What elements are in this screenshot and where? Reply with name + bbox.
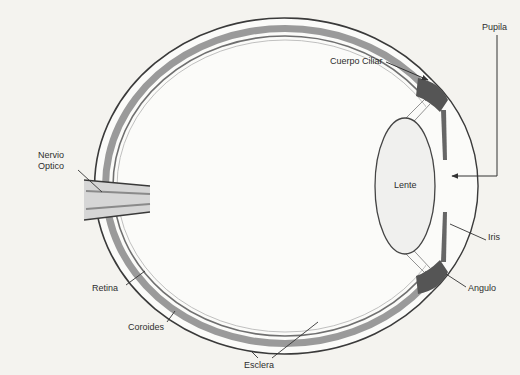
part-label: Pupila <box>482 22 507 33</box>
leader-line <box>272 322 318 358</box>
leader-line <box>452 35 497 176</box>
part-label: Angulo <box>468 283 496 294</box>
leader-line <box>167 311 175 322</box>
cornea-outline <box>432 80 478 292</box>
choroid-band <box>102 25 426 347</box>
iris-shape <box>441 212 447 262</box>
iris-shape <box>441 110 447 160</box>
ciliary-body <box>416 260 448 294</box>
lens-shape <box>375 118 435 254</box>
leader-line <box>386 62 428 80</box>
ciliary-body <box>416 78 448 112</box>
optic-nerve <box>84 180 150 220</box>
leader-line <box>252 352 258 358</box>
retina-line <box>113 36 426 336</box>
leader-line <box>446 274 466 287</box>
part-label: Nervio Optico <box>38 150 78 172</box>
leader-line <box>126 271 145 285</box>
inner-layers <box>102 25 426 347</box>
leader-line <box>78 170 102 192</box>
optic-nerve-edge <box>84 180 150 220</box>
retina-line <box>117 40 426 332</box>
part-label: Iris <box>488 232 500 243</box>
part-label: Lente <box>394 180 417 191</box>
leader-line <box>450 224 486 240</box>
part-label: Esclera <box>244 360 274 371</box>
part-label: Cuerpo Ciliar <box>330 56 383 67</box>
optic-nerve-fibres <box>86 191 150 209</box>
part-label: Coroides <box>128 322 164 333</box>
part-label: Retina <box>92 283 118 294</box>
